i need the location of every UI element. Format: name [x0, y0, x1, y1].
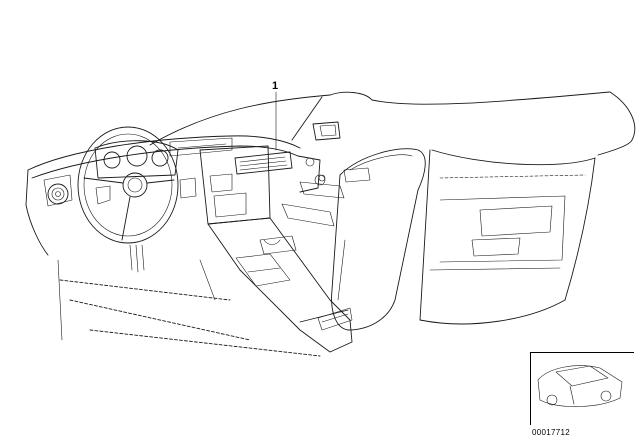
windshield-frame	[149, 91, 636, 156]
gear-shifter	[263, 239, 281, 245]
left-air-vent	[47, 183, 69, 205]
callout-number-1: 1	[272, 80, 279, 92]
center-console	[207, 217, 353, 353]
dashboard	[25, 135, 326, 256]
center-stack	[179, 145, 271, 225]
diagram-code: 00017712	[532, 428, 570, 437]
passenger-door	[419, 149, 596, 325]
door-switches	[314, 167, 371, 186]
rear-view-mirror	[312, 121, 341, 141]
steering-wheel	[77, 126, 179, 244]
pedals	[129, 244, 145, 273]
car-locator-inset	[537, 365, 623, 407]
passenger-seat	[331, 148, 426, 331]
radio-head-unit	[234, 151, 293, 175]
door-armrest	[281, 181, 345, 227]
floor	[57, 259, 321, 357]
car-locator-frame	[530, 352, 634, 425]
